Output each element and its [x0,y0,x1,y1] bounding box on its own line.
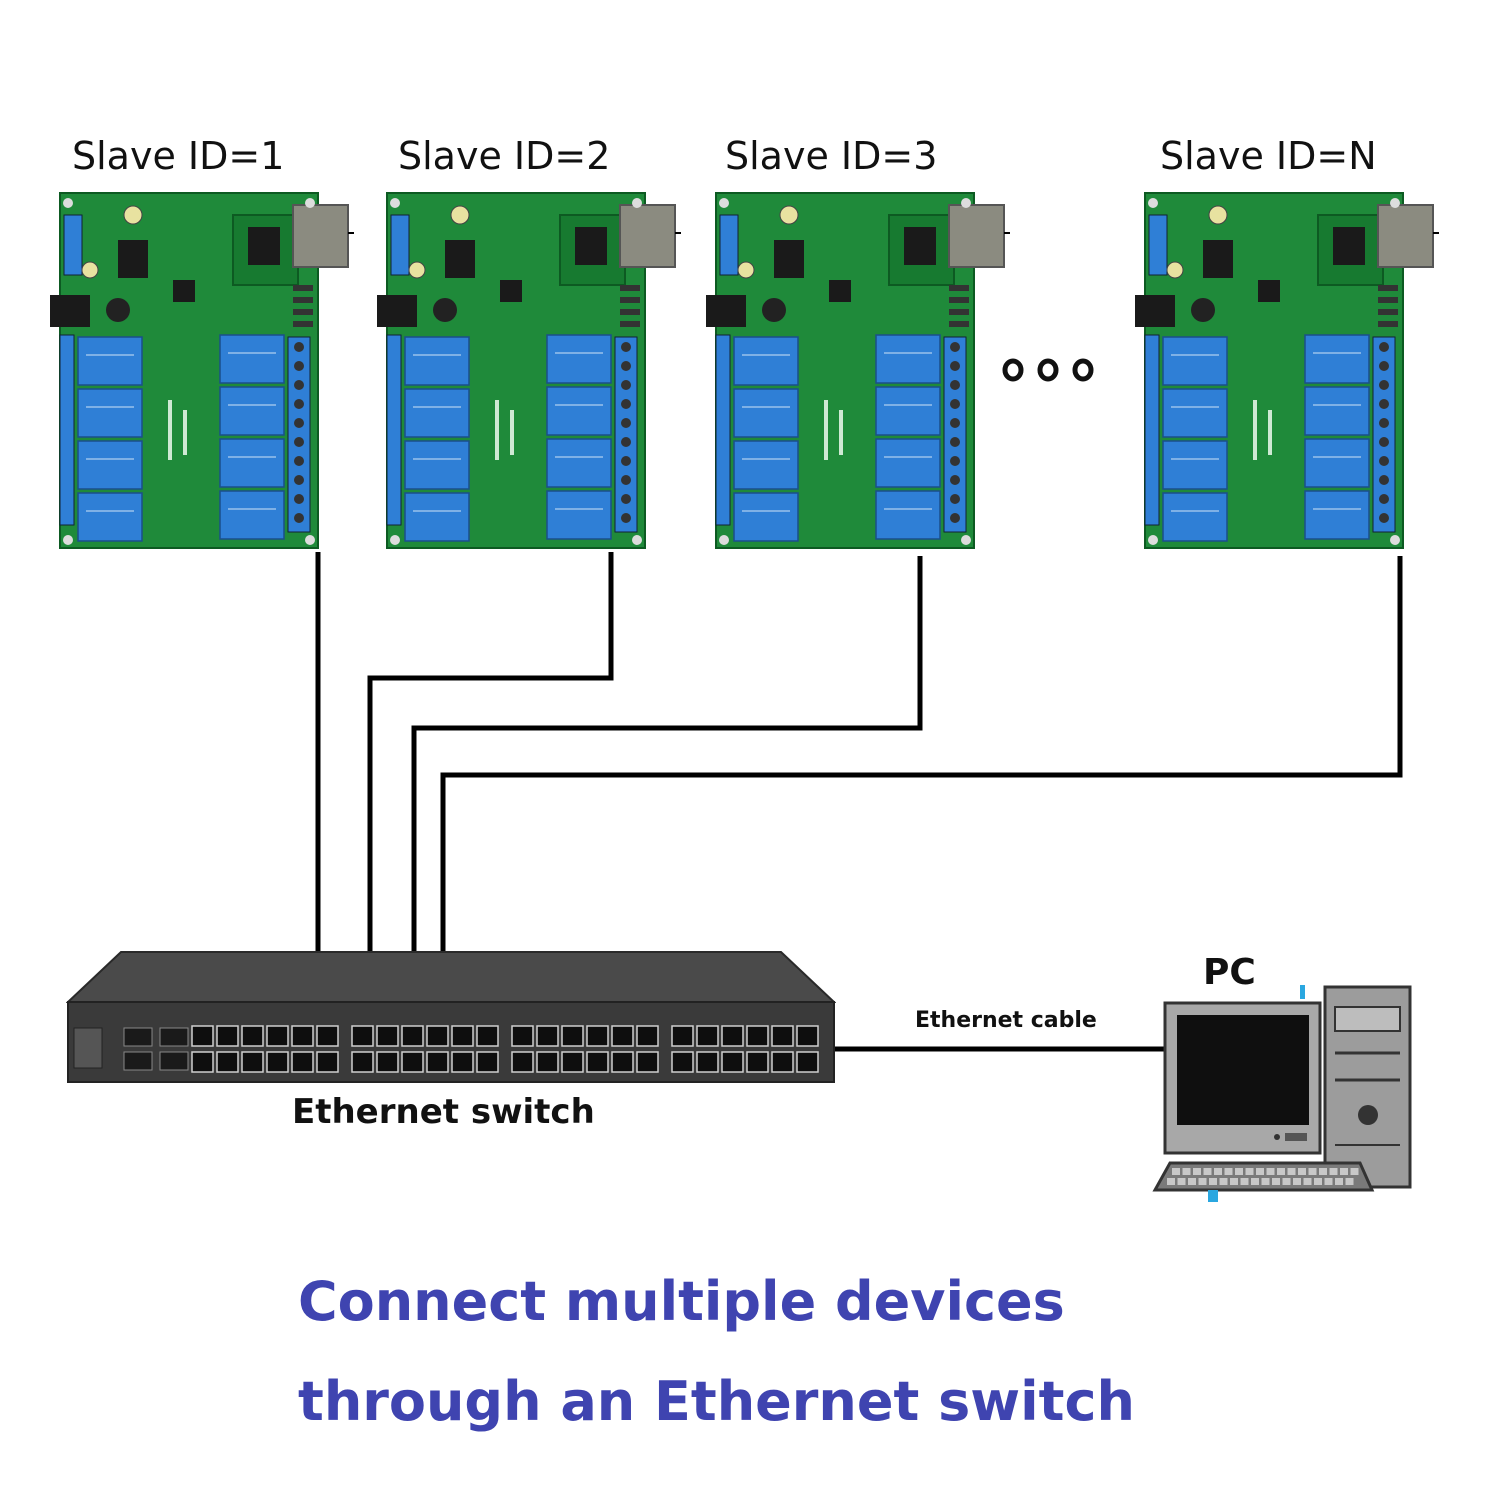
keyboard-keys [1167,1168,1359,1185]
cable-label: Ethernet cable [915,1008,1097,1033]
slave-label-2: Slave ID=2 [398,134,611,178]
pc-label: PC [1203,952,1256,993]
relay-board-icon [706,192,1010,549]
caption-line-2: through an Ethernet switch [298,1370,1135,1433]
switch-label: Ethernet switch [292,1092,595,1132]
ethernet-switch-icon [66,951,836,1083]
wire-slave-2 [367,552,614,1030]
pc-icon [1152,985,1412,1202]
relay-board-icon [50,192,354,549]
slave-label-n: Slave ID=N [1160,134,1377,178]
wire-slave-3 [411,556,923,1030]
relay-board-icon [1135,192,1439,549]
relay-board-icon [377,192,681,549]
wire-slave-n [440,556,1403,1030]
slave-label-1: Slave ID=1 [72,134,285,178]
ellipsis-icon [1002,358,1094,382]
caption-line-1: Connect multiple devices [298,1270,1065,1333]
slave-label-3: Slave ID=3 [725,134,938,178]
